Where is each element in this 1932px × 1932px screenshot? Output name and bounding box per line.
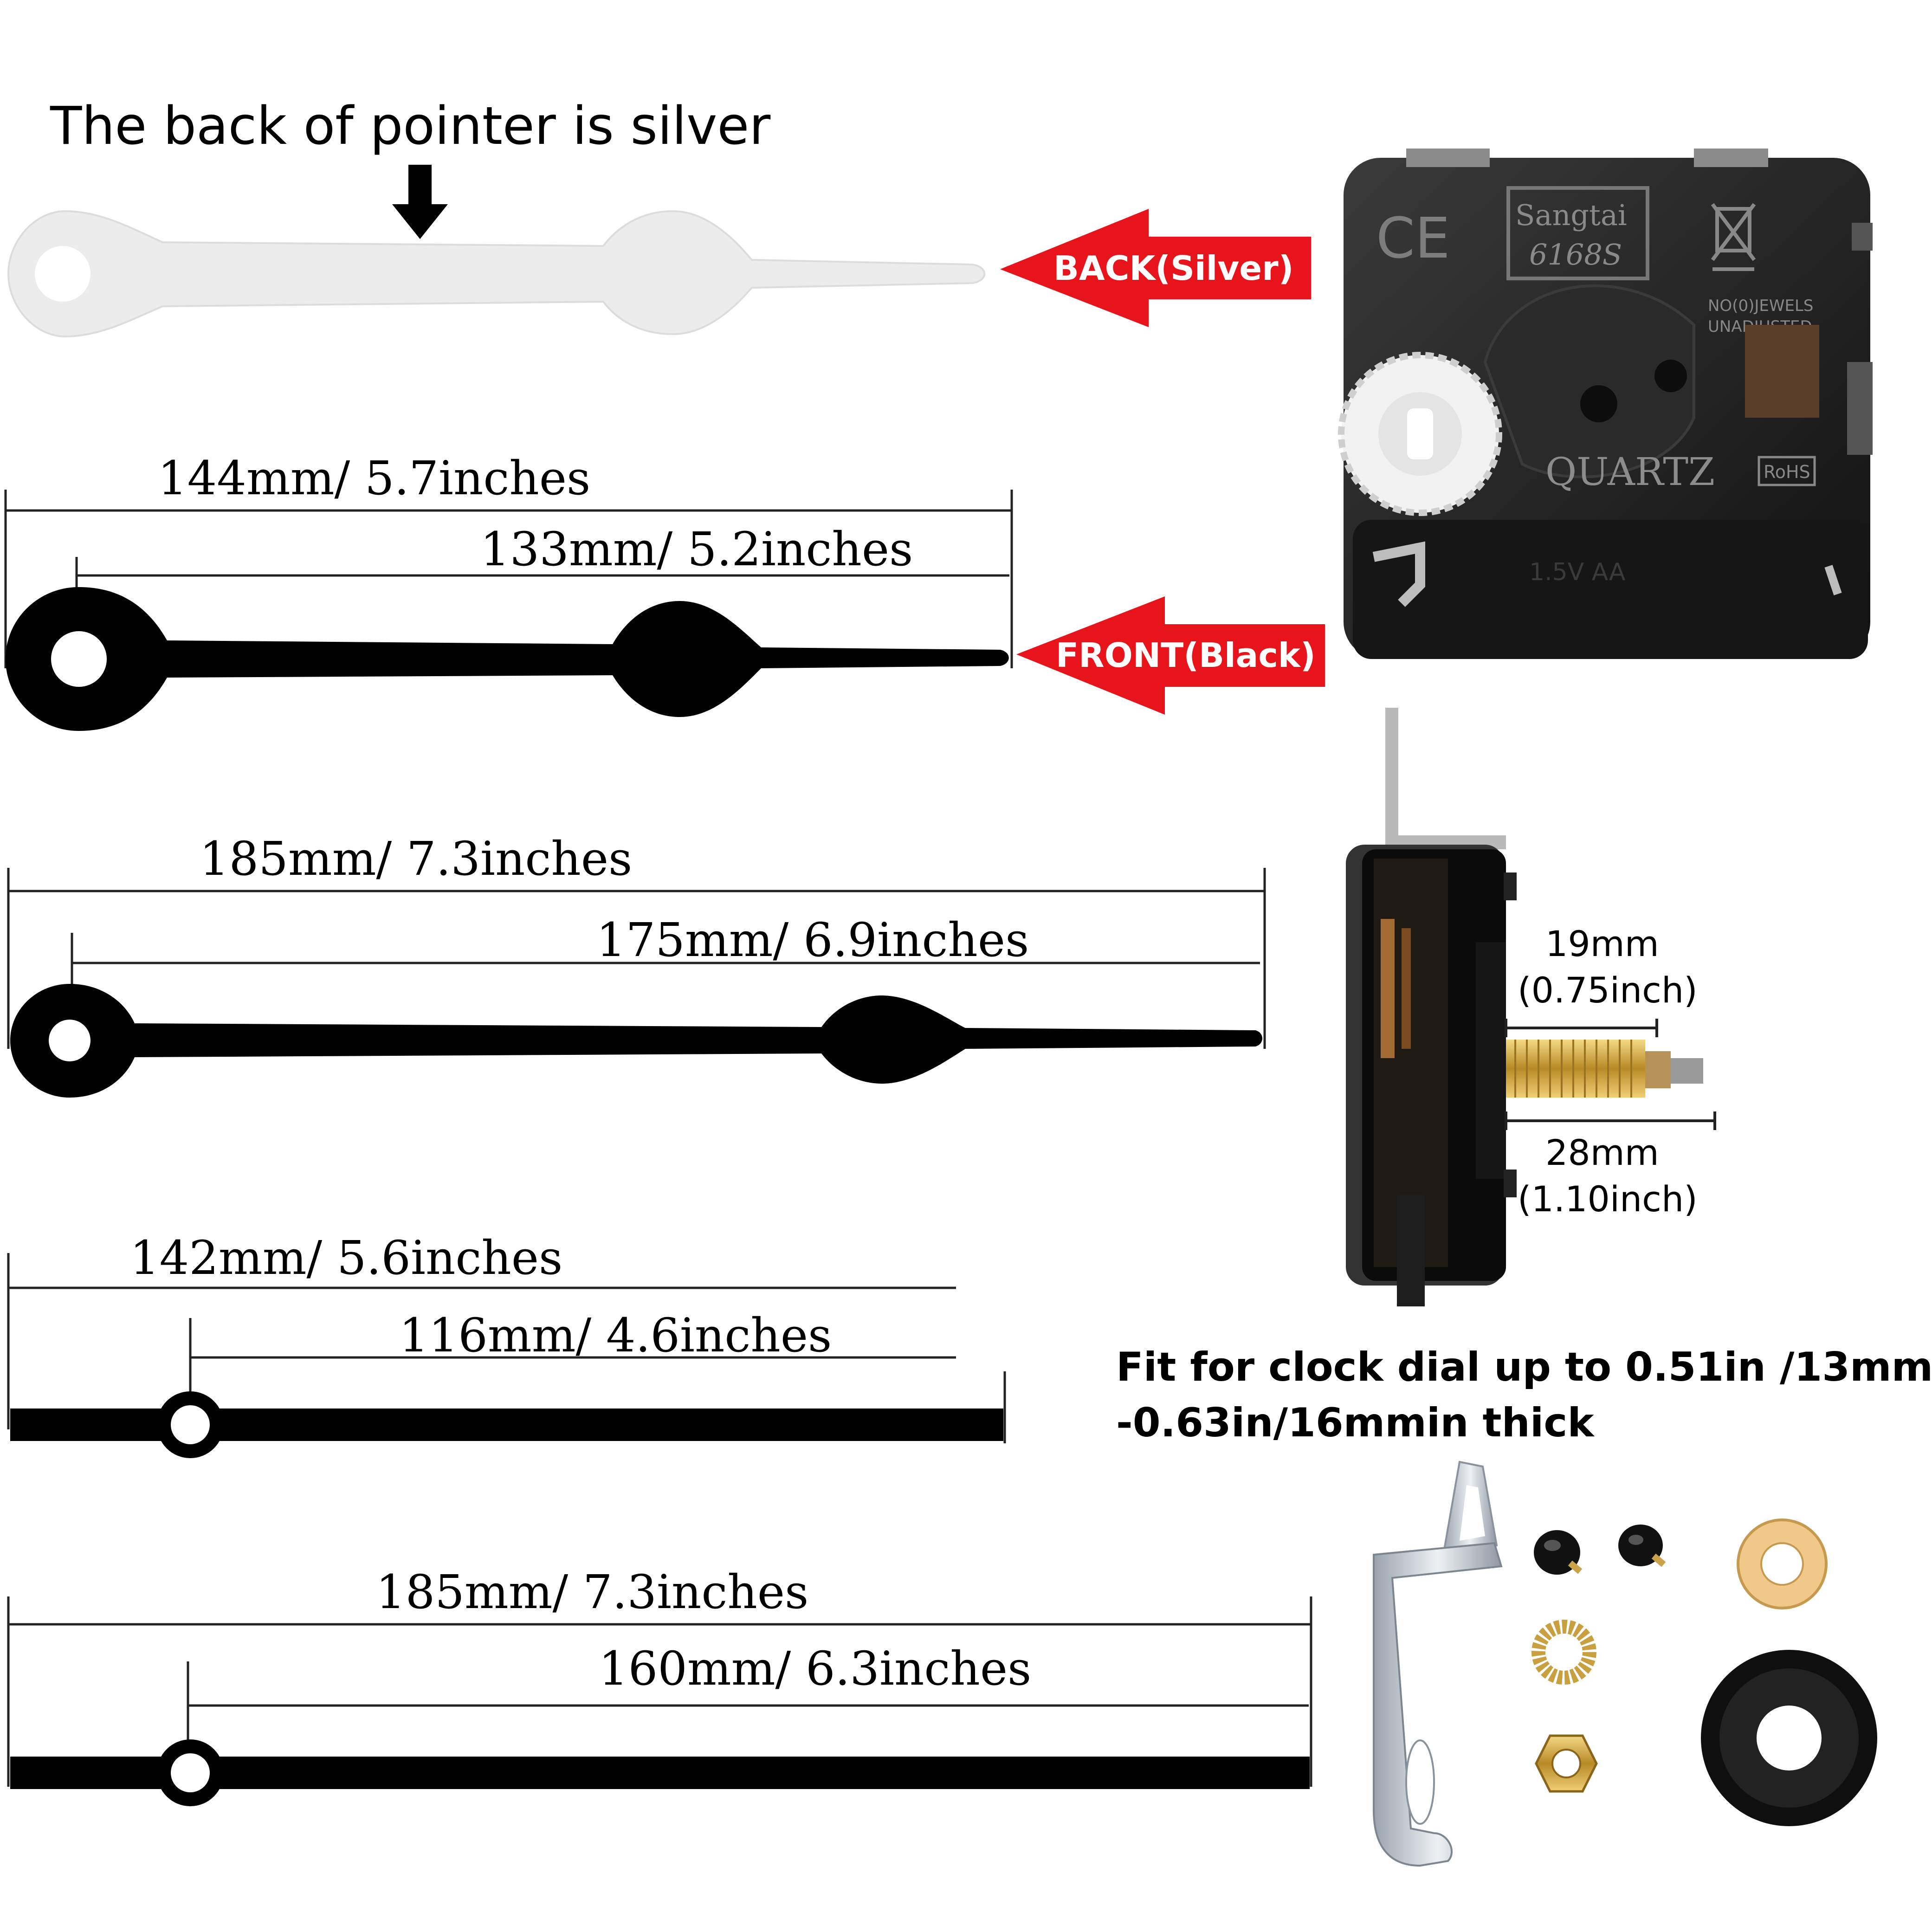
black-hour-hand-4 <box>10 1739 1310 1806</box>
shaft-length-mm: 28mm <box>1545 1132 1659 1173</box>
headline-text: The back of pointer is silver <box>50 96 771 156</box>
front-black-label: FRONT(Black) <box>1016 596 1325 715</box>
brass-washer-icon <box>1737 1518 1828 1609</box>
hand-4-total-length: 185mm/ 7.3inches <box>376 1565 808 1619</box>
hanger-bracket <box>1373 1460 1503 1867</box>
white-gear-icon <box>1338 352 1502 516</box>
brand-text: Sangtai <box>1515 198 1627 232</box>
down-arrow-icon <box>392 165 448 239</box>
model-text: 6168S <box>1529 238 1622 271</box>
jewels-text: NO(0)JEWELS <box>1708 297 1814 315</box>
black-minute-hand-2 <box>10 984 1262 1098</box>
dimension-line-thread <box>1505 1019 1658 1037</box>
dimension-line-2-total <box>7 868 1266 1049</box>
brass-lock-washer-icon <box>1531 1620 1596 1685</box>
hex-nut-icon <box>1535 1734 1598 1793</box>
svg-text:FRONT(Black): FRONT(Black) <box>1056 636 1316 675</box>
clock-movement-side <box>1346 708 1517 1306</box>
threaded-shaft <box>1506 1040 1703 1098</box>
battery-text: 1.5V AA <box>1529 558 1626 586</box>
dimension-line-3-total <box>7 1253 956 1429</box>
black-hour-hand-3 <box>10 1391 1003 1458</box>
hand-3-inner-length: 116mm/ 4.6inches <box>399 1308 832 1363</box>
shaft-length-inch: (1.10inch) <box>1518 1178 1698 1220</box>
clock-movement-back: Sangtai 6168S CE NO(0)JEWELS UNADJUSTED … <box>1338 149 1873 659</box>
recycle-bin-icon <box>1711 203 1756 271</box>
hand-1-inner-length: 133mm/ 5.2inches <box>480 522 913 576</box>
rubber-gasket-icon <box>1701 1650 1877 1826</box>
dimension-line-1-total <box>4 490 1013 668</box>
silver-minute-hand <box>7 210 986 338</box>
quartz-text: QUARTZ <box>1545 450 1715 494</box>
dimension-line-shaft <box>1505 1111 1716 1130</box>
svg-text:BACK(Silver): BACK(Silver) <box>1053 249 1294 288</box>
dimension-line-4-total <box>7 1596 1312 1787</box>
hand-4-inner-length: 160mm/ 6.3inches <box>599 1641 1031 1696</box>
black-minute-hand-1 <box>6 587 1009 731</box>
hand-1-total-length: 144mm/ 5.7inches <box>158 451 590 505</box>
back-silver-label: BACK(Silver) <box>1000 209 1311 327</box>
hand-3-total-length: 142mm/ 5.6inches <box>130 1231 562 1285</box>
rohs-text: RoHS <box>1764 462 1810 482</box>
ce-mark-text: CE <box>1376 207 1450 271</box>
thread-length-inch: (0.75inch) <box>1518 969 1698 1011</box>
hand-2-total-length: 185mm/ 7.3inches <box>200 832 632 886</box>
fit-text-line-1: Fit for clock dial up to 0.51in /13mm <box>1116 1344 1932 1390</box>
cap-nut-icon-2 <box>1618 1525 1666 1567</box>
cap-nut-icon-1 <box>1534 1530 1583 1575</box>
hand-2-inner-length: 175mm/ 6.9inches <box>596 913 1029 967</box>
thread-length-mm: 19mm <box>1545 923 1659 964</box>
fit-text-line-2: -0.63in/16mmin thick <box>1116 1400 1595 1446</box>
